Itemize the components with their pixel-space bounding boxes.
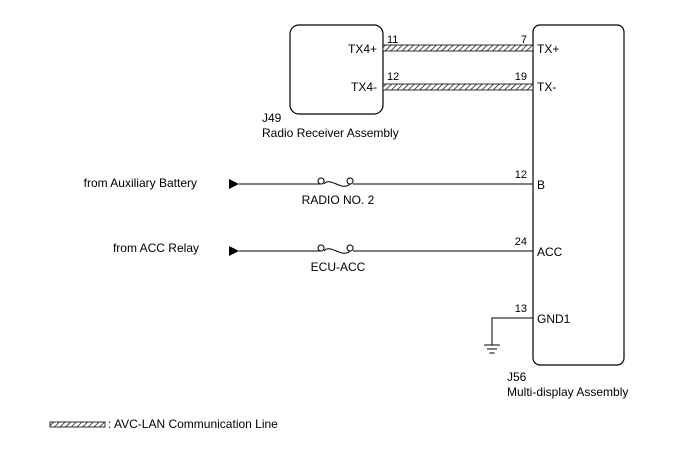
- j56-connector-label: J56: [507, 370, 527, 384]
- legend-hatch-swatch: [49, 421, 106, 428]
- avc-lan-line-tx-plus: [382, 44, 534, 52]
- j56-terminal-tx-minus: TX-: [537, 80, 556, 94]
- j56-pin-7: 7: [521, 34, 527, 46]
- arrow-aux-battery-icon: [229, 179, 239, 189]
- fuse-radio-label: RADIO NO. 2: [302, 193, 375, 207]
- j56-terminal-b: B: [537, 178, 545, 192]
- j56-pin-13: 13: [515, 303, 527, 315]
- j56-pin-19: 19: [515, 71, 527, 83]
- legend-text: : AVC-LAN Communication Line: [108, 417, 278, 431]
- fuse-radio-icon: [317, 177, 354, 187]
- arrow-acc-relay-icon: [229, 246, 239, 256]
- j49-connector-label: J49: [262, 111, 282, 125]
- source-aux-battery: from Auxiliary Battery: [84, 176, 197, 190]
- j49-terminal-tx4-plus: TX4+: [348, 42, 377, 56]
- j49-component-name: Radio Receiver Assembly: [262, 126, 399, 140]
- j49-pin-11: 11: [387, 34, 398, 46]
- j56-terminal-gnd1: GND1: [537, 312, 571, 326]
- fuse-ecu-acc-icon: [317, 244, 354, 254]
- j56-pin-24: 24: [515, 236, 527, 248]
- avc-lan-line-tx-minus: [382, 83, 534, 91]
- j56-pin-12: 12: [515, 169, 527, 181]
- j56-terminal-tx-plus: TX+: [537, 42, 559, 56]
- radio-receiver-box: [289, 24, 384, 115]
- j49-terminal-tx4-minus: TX4-: [351, 80, 377, 94]
- j56-terminal-acc: ACC: [537, 245, 563, 259]
- j49-pin-12: 12: [387, 71, 399, 83]
- j56-component-name: Multi-display Assembly: [507, 385, 628, 399]
- ground-icon: [484, 344, 500, 354]
- fuse-ecu-acc-label: ECU-ACC: [311, 260, 366, 274]
- multi-display-box: [532, 24, 625, 366]
- wire-gnd1: [491, 317, 533, 345]
- source-acc-relay: from ACC Relay: [113, 241, 199, 255]
